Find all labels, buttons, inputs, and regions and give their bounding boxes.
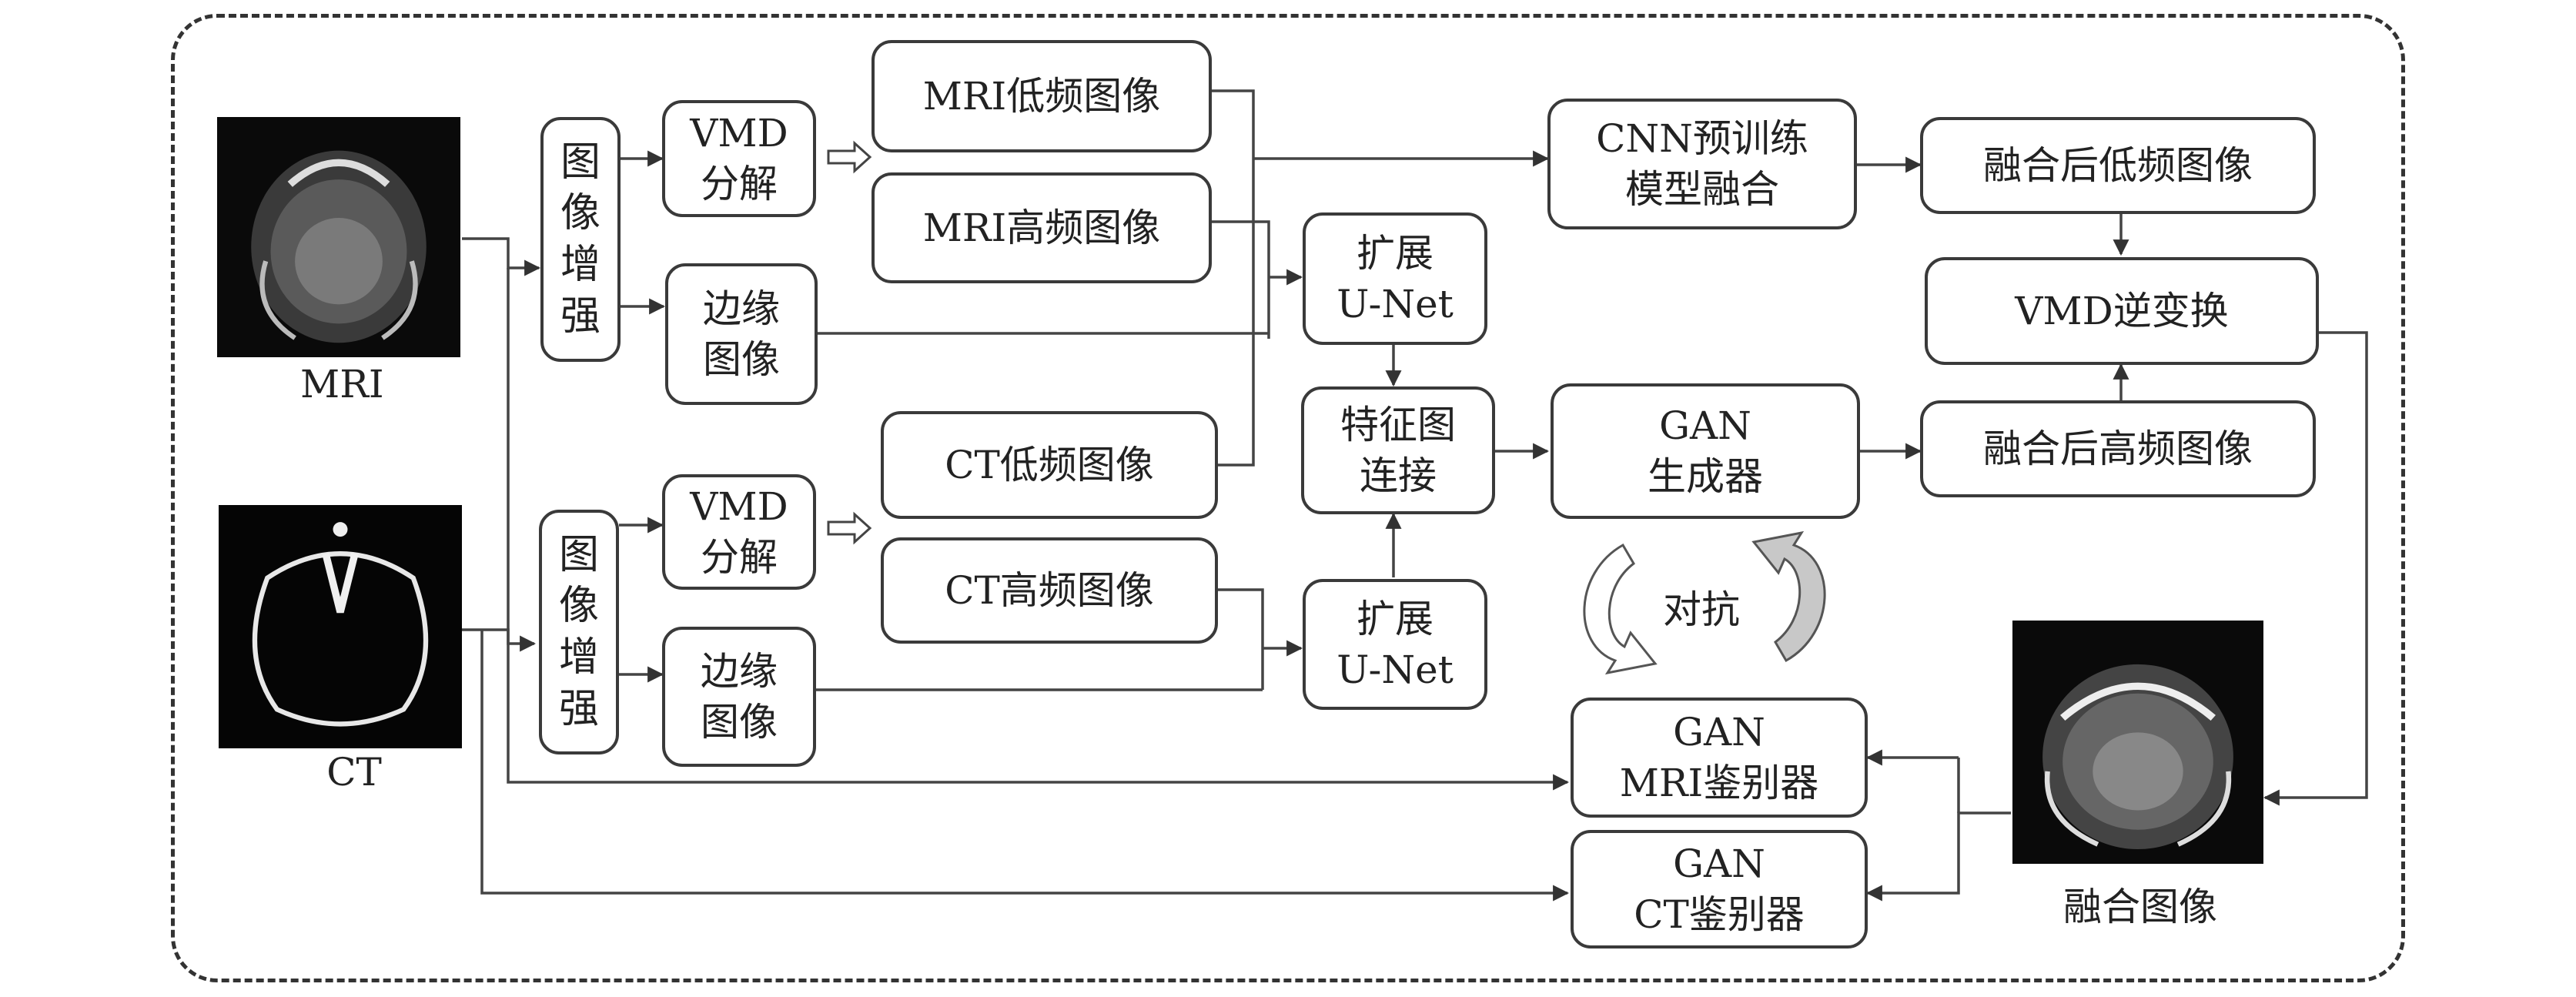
gan-generator-box: GAN 生成器 (1551, 383, 1860, 519)
gan-mri-discriminator-box: GAN MRI鉴别器 (1571, 698, 1868, 818)
mri-image-label: MRI (300, 362, 384, 406)
image-enhance-box-ct: 图 像 增 强 (539, 510, 619, 754)
ct-low-frequency-box: CT低频图像 (881, 411, 1218, 519)
fused-low-frequency-box: 融合后低频图像 (1920, 117, 2316, 214)
fused-image-label: 融合图像 (2063, 885, 2217, 929)
ct-high-frequency-box: CT高频图像 (881, 537, 1218, 644)
vmd-decomposition-box-ct: VMD 分解 (662, 474, 816, 590)
image-enhance-box-mri: 图 像 增 强 (540, 117, 621, 362)
extended-unet-box-mri: 扩展 U-Net (1303, 212, 1487, 345)
ct-scan-image (219, 505, 462, 748)
fused-scan-image (2012, 621, 2263, 864)
extended-unet-box-ct: 扩展 U-Net (1303, 579, 1487, 710)
adversarial-label: 对抗 (1663, 587, 1740, 632)
mri-high-frequency-box: MRI高频图像 (871, 172, 1212, 283)
feature-map-concat-box: 特征图 连接 (1301, 386, 1495, 514)
vmd-inverse-box: VMD逆变换 (1925, 257, 2319, 365)
gan-ct-discriminator-box: GAN CT鉴别器 (1571, 830, 1868, 948)
mri-scan-image (217, 117, 460, 357)
edge-image-box-ct: 边缘 图像 (662, 627, 816, 767)
dashed-border (171, 14, 2405, 982)
cnn-pretrained-fusion-box: CNN预训练 模型融合 (1547, 99, 1857, 229)
fused-high-frequency-box: 融合后高频图像 (1920, 400, 2316, 497)
edge-image-box-mri: 边缘 图像 (665, 263, 818, 405)
ct-image-label: CT (326, 750, 382, 795)
mri-low-frequency-box: MRI低频图像 (871, 40, 1212, 152)
vmd-decomposition-box-mri: VMD 分解 (662, 100, 816, 217)
